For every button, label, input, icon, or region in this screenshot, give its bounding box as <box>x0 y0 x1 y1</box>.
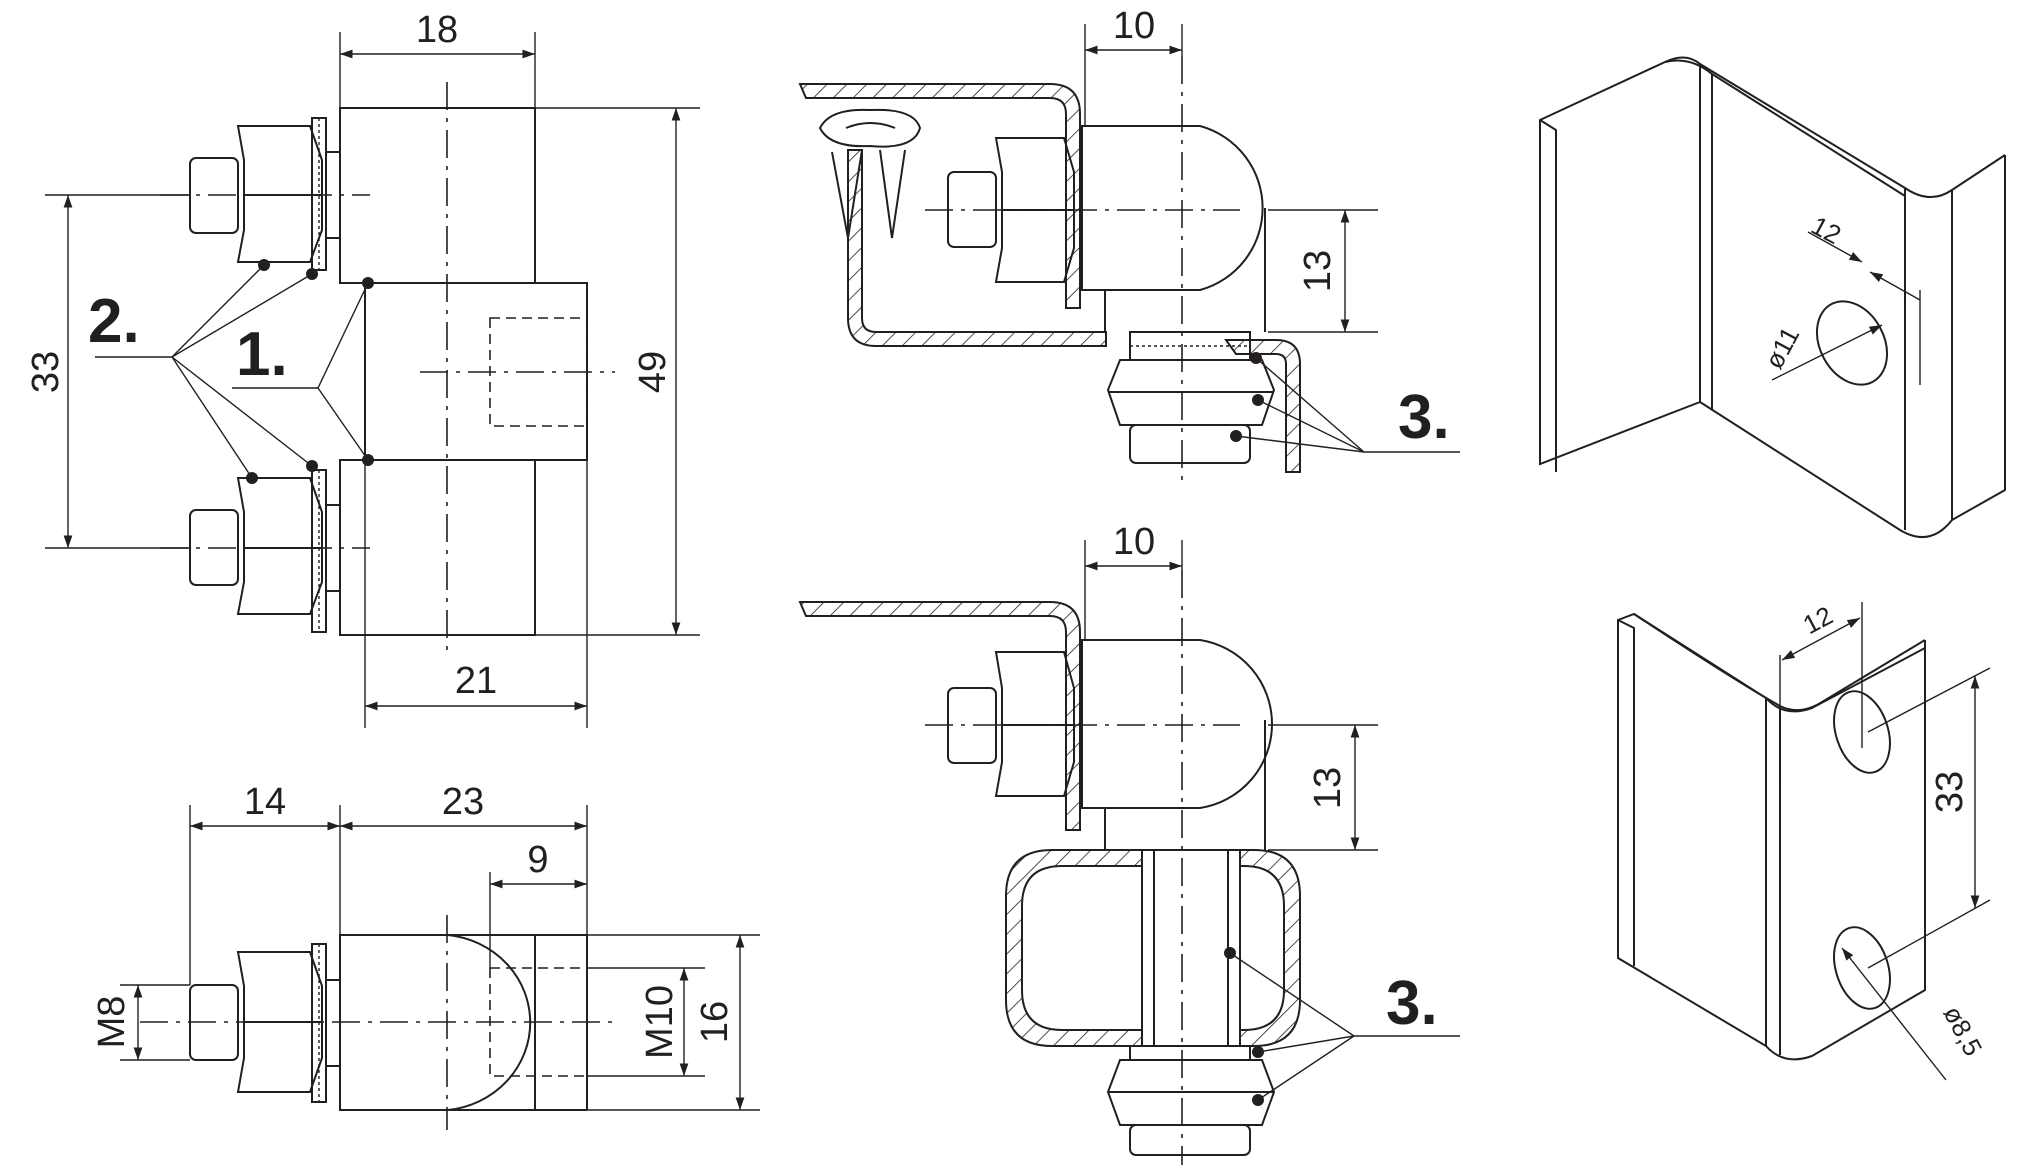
view-section-tube-mount: 10 13 3. <box>798 521 1460 1165</box>
dim-height-bottom: 13 <box>1307 767 1349 809</box>
view-section-sheet-mount: 10 13 3. <box>798 5 1460 480</box>
dim-bolt-pitch: 33 <box>25 351 67 393</box>
dim-total-height: 49 <box>632 351 674 393</box>
dim-offset-bottom: 10 <box>1113 521 1155 563</box>
callout-washer: 2. <box>88 287 140 356</box>
dim-height-top: 13 <box>1297 250 1339 292</box>
view-front-double: 18 33 49 21 2. 1. <box>25 9 700 728</box>
dim-edge-distance-z: 12 <box>1806 210 1846 250</box>
dim-offset-top: 10 <box>1113 5 1155 47</box>
dim-body-height: 16 <box>694 1001 736 1043</box>
upper-bolt-assembly <box>189 117 341 271</box>
dim-bolt-length: 14 <box>244 781 286 823</box>
view-z-bracket: 12 ø11 <box>1539 56 2006 538</box>
view-side-single: 14 23 9 M8 M10 16 <box>91 781 760 1130</box>
dim-body-width: 21 <box>455 660 497 702</box>
dim-hole-diameter-z: ø11 <box>1759 322 1806 374</box>
callout-hinge-body: 1. <box>236 320 288 389</box>
dim-hole-pitch: 33 <box>1929 771 1971 813</box>
dim-body-length: 23 <box>442 781 484 823</box>
callout-nut-washer-bottom: 3. <box>1386 969 1438 1038</box>
dim-hole-diameter-angle: ø8,5 <box>1937 1001 1988 1061</box>
lower-bolt-assembly <box>189 469 341 633</box>
callout-nut-washer-top: 3. <box>1398 383 1450 452</box>
dim-thread-depth: 9 <box>527 839 548 881</box>
dim-width-top: 18 <box>416 9 458 51</box>
dim-edge-distance-angle: 12 <box>1798 600 1838 640</box>
dim-bolt-thread: M8 <box>91 996 133 1049</box>
view-angle-bracket: 12 33 ø8,5 <box>1617 600 1991 1081</box>
dim-inner-thread: M10 <box>639 985 681 1059</box>
